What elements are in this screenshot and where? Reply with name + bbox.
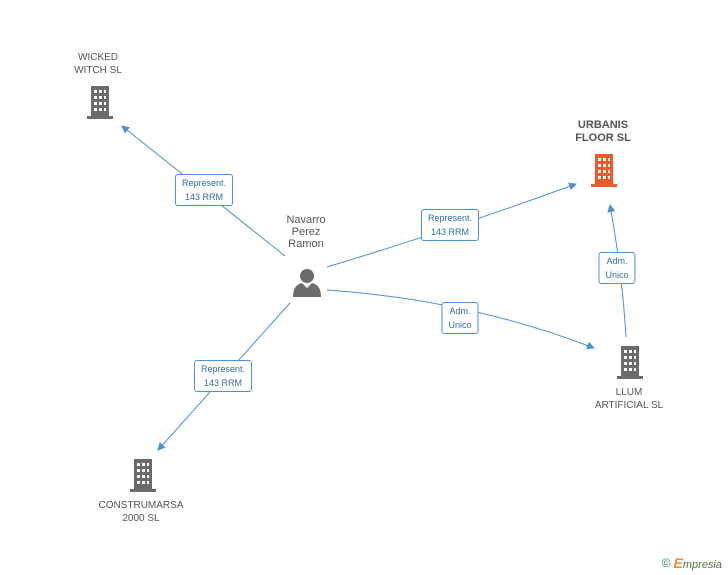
edge-label-line1: Represent. bbox=[200, 364, 246, 374]
edge-label-line2: Unico bbox=[448, 320, 472, 330]
company-name-line1: LLUM bbox=[615, 387, 643, 398]
building-icon[interactable] bbox=[130, 459, 156, 492]
company-label-urbanis[interactable]: URBANIS FLOOR SL bbox=[575, 119, 631, 145]
company-name-line1: CONSTRUMARSA bbox=[98, 500, 184, 511]
person-name-line2: Perez bbox=[291, 226, 321, 238]
company-label-construmarsa[interactable]: CONSTRUMARSA 2000 SL bbox=[98, 499, 183, 525]
company-name-line2: ARTIFICIAL SL bbox=[594, 400, 664, 411]
company-label-wicked[interactable]: WICKED WITCH SL bbox=[74, 51, 122, 77]
building-icon[interactable] bbox=[87, 86, 113, 119]
person-icon[interactable] bbox=[293, 269, 321, 297]
brand-initial: E bbox=[673, 555, 683, 571]
person-name-line1: Navarro bbox=[286, 214, 326, 226]
building-icon[interactable] bbox=[617, 346, 643, 379]
brand-logo: Empresia bbox=[674, 555, 722, 571]
edge-label-person-llum[interactable]: Adm. Unico bbox=[441, 302, 479, 334]
edge-label-line1: Represent. bbox=[181, 178, 227, 188]
edge-label-llum-urbanis[interactable]: Adm. Unico bbox=[598, 252, 636, 284]
edge-label-line1: Adm. bbox=[449, 306, 471, 316]
edge-label-person-construmarsa[interactable]: Represent. 143 RRM bbox=[193, 360, 253, 392]
edge-label-line2: 143 RRM bbox=[184, 192, 223, 202]
company-name-line2: 2000 SL bbox=[122, 513, 160, 524]
company-name-line2: FLOOR SL bbox=[575, 132, 631, 144]
edge-label-person-urbanis[interactable]: Represent. 143 RRM bbox=[420, 209, 480, 241]
person-name-line3: Ramon bbox=[288, 238, 324, 250]
edge-label-line2: 143 RRM bbox=[203, 378, 242, 388]
edge-label-line1: Adm. bbox=[606, 256, 628, 266]
edge-label-line2: Unico bbox=[605, 270, 629, 280]
company-name-line2: WITCH SL bbox=[74, 65, 122, 76]
brand-footer: © Empresia bbox=[662, 555, 722, 571]
person-label[interactable]: Navarro Perez Ramon bbox=[286, 214, 325, 250]
copyright-icon: © bbox=[661, 556, 671, 570]
company-name-line1: URBANIS bbox=[577, 119, 629, 131]
edge-label-line2: 143 RRM bbox=[430, 227, 469, 237]
edge-label-line1: Represent. bbox=[427, 213, 473, 223]
company-name-line1: WICKED bbox=[78, 52, 118, 63]
building-icon[interactable] bbox=[591, 154, 617, 187]
company-label-llum[interactable]: LLUM ARTIFICIAL SL bbox=[595, 386, 663, 412]
edge-label-person-wicked[interactable]: Represent. 143 RRM bbox=[174, 174, 234, 206]
brand-name: mpresia bbox=[682, 559, 722, 571]
